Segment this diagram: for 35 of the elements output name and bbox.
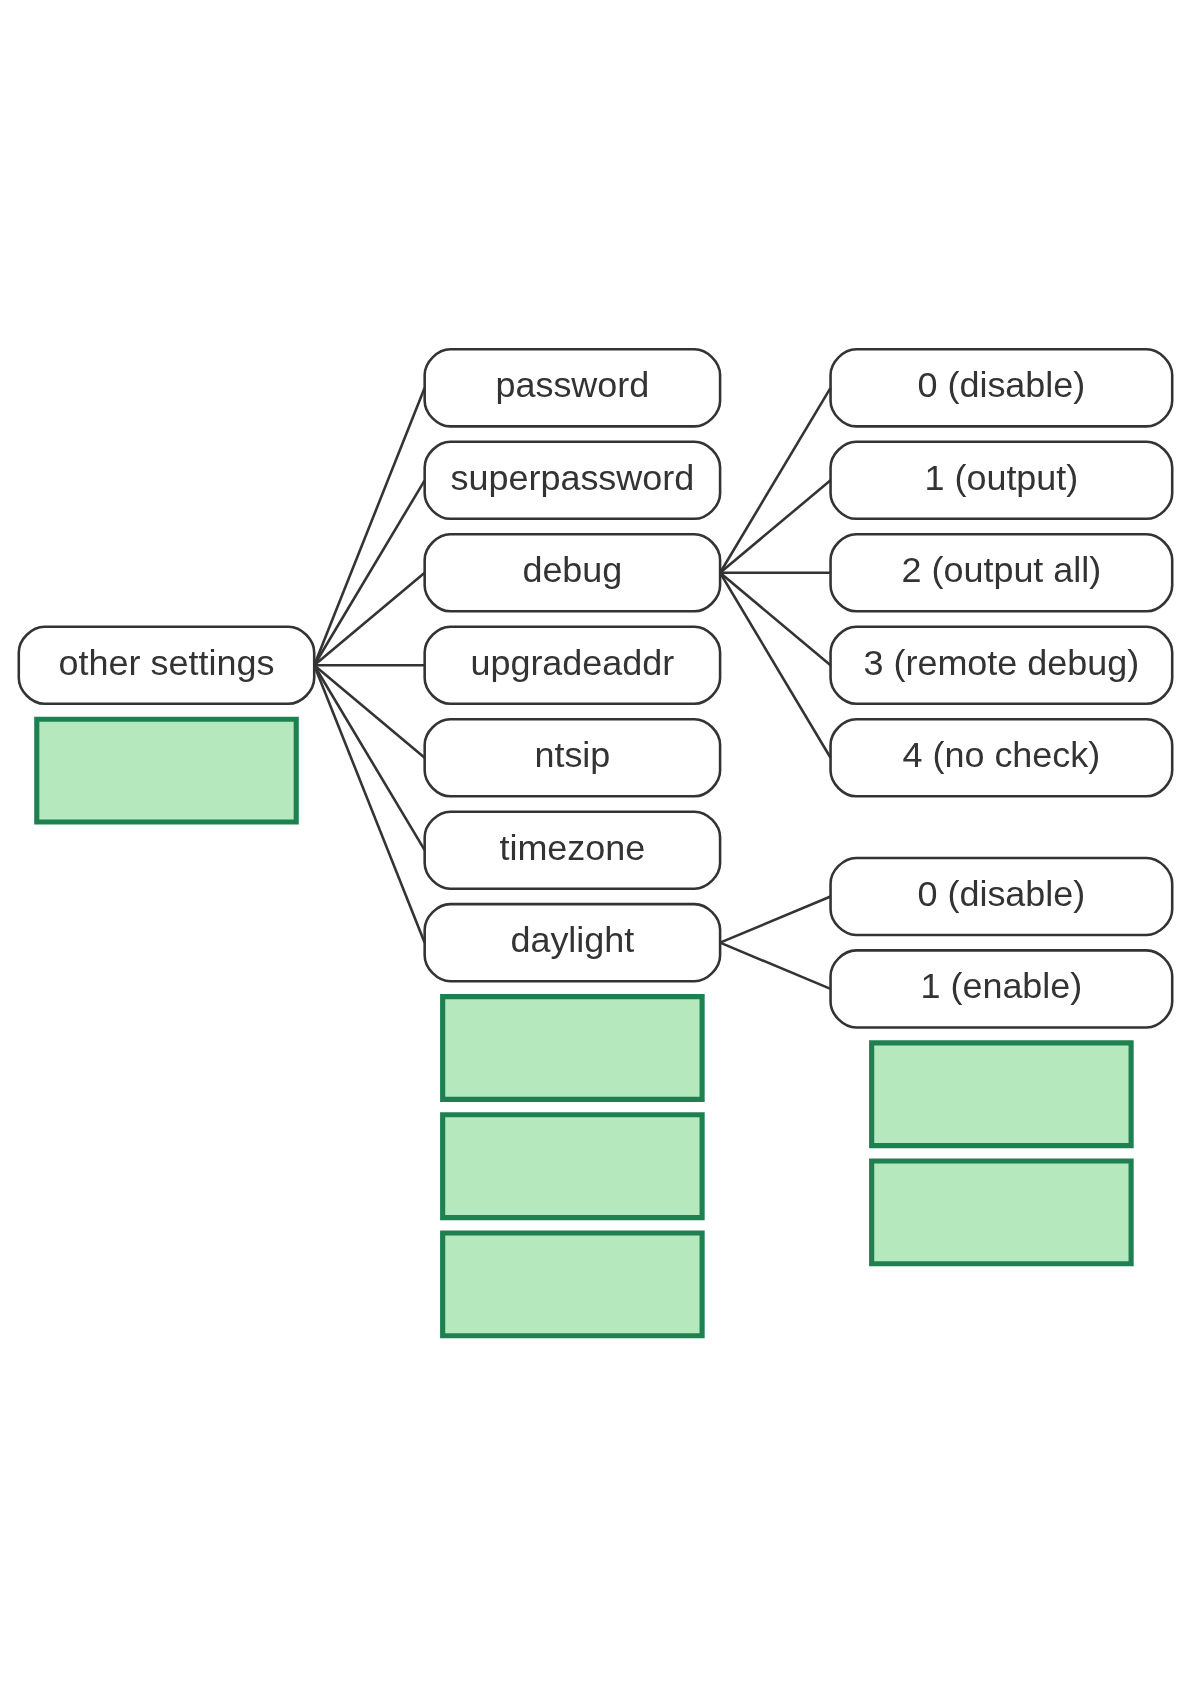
node-box: daylight: [423, 902, 722, 983]
node-box: superpassword: [423, 440, 722, 521]
connector: [313, 387, 426, 666]
connector: [719, 571, 832, 667]
connector: [313, 664, 426, 759]
connector: [719, 941, 832, 991]
node-box: [440, 1112, 705, 1221]
connector: [313, 571, 426, 667]
connector: [314, 663, 425, 667]
node-box: ntsip: [423, 717, 722, 798]
connector: [313, 479, 426, 666]
connector: [719, 572, 832, 759]
node-box: [440, 1230, 705, 1339]
node-box: 0 (disable): [829, 856, 1174, 937]
node-box: 1 (output): [829, 440, 1174, 521]
node-box: timezone: [423, 810, 722, 891]
connector: [720, 571, 831, 575]
node-box: 0 (disable): [829, 348, 1174, 428]
node-box: password: [423, 348, 722, 428]
node-box: upgradeaddr: [423, 625, 722, 706]
node-box: 3 (remote debug): [829, 625, 1174, 706]
node-box: [869, 1158, 1134, 1267]
connector: [719, 895, 832, 944]
connector: [719, 479, 832, 574]
node-box: [34, 716, 299, 825]
connector: [313, 664, 426, 851]
node-box: 4 (no check): [829, 717, 1174, 798]
node-box: debug: [423, 532, 722, 613]
node-box: 1 (enable): [829, 949, 1174, 1029]
connector: [719, 387, 832, 574]
node-box: [440, 994, 705, 1102]
node-box: other settings: [17, 625, 316, 706]
node-box: 2 (output all): [829, 532, 1174, 613]
node-box: [869, 1040, 1134, 1149]
connector: [313, 664, 426, 944]
